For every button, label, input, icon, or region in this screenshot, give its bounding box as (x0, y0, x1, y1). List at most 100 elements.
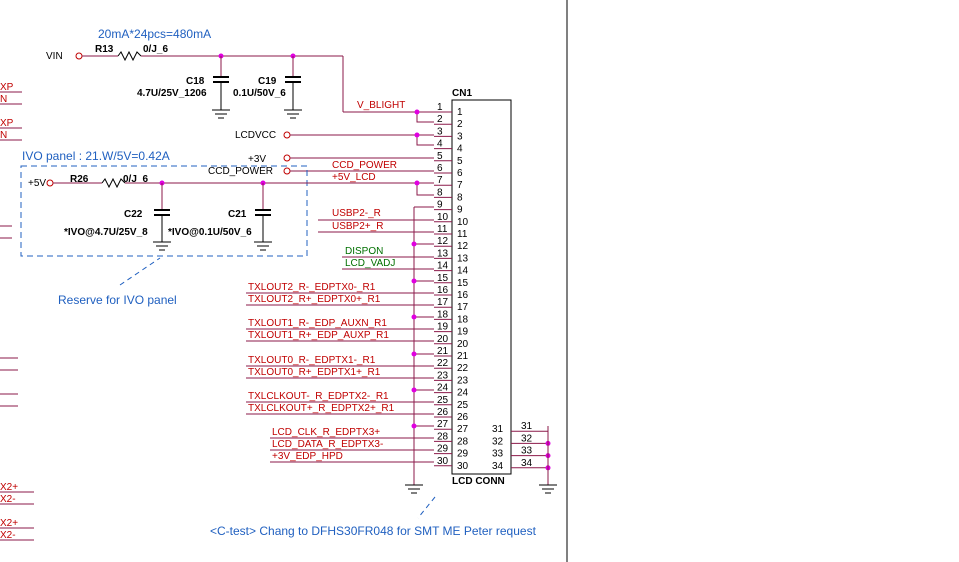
cn1-pin-inner-number: 12 (457, 241, 469, 252)
cn1-pin-inner-number: 8 (457, 192, 463, 203)
r26-value: 0/J_6 (123, 174, 148, 185)
p3v-label: +3V (248, 154, 266, 165)
edge-x2p-1: X2+ (0, 482, 18, 493)
cn1-pin-inner-number: 28 (457, 436, 469, 447)
edge-n-1: N (0, 94, 7, 105)
cn1-pin-inner-number: 20 (457, 339, 469, 350)
c18-value: 4.7U/25V_1206 (137, 88, 207, 99)
cn1-pin-inner-number: 30 (457, 461, 469, 472)
net-txout1p: TXLOUT1_R+_EDP_AUXP_R1 (248, 330, 389, 341)
net-txout1n: TXLOUT1_R-_EDP_AUXN_R1 (248, 318, 387, 329)
cn1-pin-inner-number: 11 (457, 229, 468, 240)
cn1-pin-outer-number: 22 (437, 358, 449, 369)
link-7-8 (416, 182, 434, 196)
cn1-pin-outer-number: 9 (437, 200, 443, 211)
c22-value: *IVO@4.7U/25V_8 (64, 227, 148, 238)
cn1-pin-inner-number: 3 (457, 131, 463, 142)
reserve-note: Reserve for IVO panel (58, 293, 177, 307)
c18-ref: C18 (186, 76, 205, 87)
cn1-pin-outer-number: 23 (437, 370, 449, 381)
cn1-pin-outer-number: 1 (437, 102, 443, 113)
cn1-pin-inner-number: 16 (457, 290, 469, 301)
cn1-pin-outer-number: 21 (437, 346, 449, 357)
ivo-panel-note: IVO panel : 21.W/5V=0.42A (22, 149, 170, 163)
p5v-port (46, 179, 54, 187)
edge-xp-2: XP (0, 118, 14, 129)
cn1-pin-outer-number: 16 (437, 285, 449, 296)
cn1-pin-outer-number: 3 (437, 126, 443, 137)
cn1-pin-inner-number: 15 (457, 278, 469, 289)
net-txout2n: TXLOUT2_R-_EDPTX0-_R1 (248, 282, 376, 293)
net-txout0n: TXLOUT0_R-_EDPTX1-_R1 (248, 355, 376, 366)
lcdvcc-label: LCDVCC (235, 130, 276, 141)
cn1-pin-outer-number: 5 (437, 151, 443, 162)
c19-ref: C19 (258, 76, 277, 87)
net-v-blight: V_BLIGHT (357, 100, 405, 111)
c22-ref: C22 (124, 209, 143, 220)
cn1-right-pin-number: 31 (521, 421, 533, 432)
ccd-power-port-label: CCD_POWER (208, 166, 273, 177)
cn1-pin-inner-number: 6 (457, 168, 463, 179)
cn1-pin-outer-number: 25 (437, 395, 449, 406)
cn1-pin-outer-number: 14 (437, 261, 449, 272)
cn1-pin-outer-number: 17 (437, 297, 449, 308)
cn1-pin-inner-number: 13 (457, 253, 469, 264)
cn1-pin-outer-number: 6 (437, 163, 443, 174)
net-usbp2n: USBP2-_R (332, 208, 381, 219)
cn1-pin-inner-number: 27 (457, 424, 469, 435)
link-1-2 (416, 111, 434, 123)
r26-symbol (101, 177, 126, 189)
edge-x2n-2: X2- (0, 530, 16, 541)
gnd-junctions (411, 109, 420, 429)
r13-ref: R13 (95, 44, 114, 55)
ivo-box (20, 165, 308, 257)
cn1-pin-inner-number: 4 (457, 144, 463, 155)
cn1-pin-inner-number: 22 (457, 363, 469, 374)
cn1-pin-outer-number: 24 (437, 383, 449, 394)
ctest-leader (417, 496, 436, 519)
r26-ref: R26 (70, 174, 89, 185)
cn1-right-pin-number: 34 (521, 458, 533, 469)
current-note: 20mA*24pcs=480mA (98, 27, 211, 41)
cn1-pin-lines (434, 111, 551, 471)
cn1-pin-outer-number: 8 (437, 187, 443, 198)
cn1-pin-inner-number: 7 (457, 180, 463, 191)
cn1-pin-inner-number: 31 (492, 424, 504, 435)
cn1-pin-inner-number: 19 (457, 327, 469, 338)
cn1-pin-inner-number: 29 (457, 449, 469, 460)
cn1-pin-inner-number: 33 (492, 449, 504, 460)
p5v-label: +5V (28, 178, 46, 189)
cn1-pin-inner-number: 1 (457, 107, 463, 118)
cn1-pin-outer-number: 4 (437, 139, 443, 150)
gnd-pin-stubs (414, 206, 434, 427)
cn1-pin-outer-number: 20 (437, 334, 449, 345)
cn1-pin-inner-number: 10 (457, 217, 469, 228)
ivo-leader (119, 257, 161, 286)
net-txclkp: TXLCLKOUT+_R_EDPTX2+_R1 (248, 403, 395, 414)
link-3-4 (416, 134, 434, 146)
cn1-pin-outer-number: 19 (437, 322, 449, 333)
net-txclkn: TXLCLKOUT-_R_EDPTX2-_R1 (248, 391, 389, 402)
cn1-pin-inner-number: 32 (492, 436, 504, 447)
cn1-pin-outer-number: 28 (437, 431, 449, 442)
cn1-pin-inner-number: 9 (457, 205, 463, 216)
cn1-pin-outer-number: 12 (437, 236, 449, 247)
cn1-pin-outer-number: 27 (437, 419, 449, 430)
cn1-pin-inner-number: 26 (457, 412, 469, 423)
cn1-pin-outer-number: 26 (437, 407, 449, 418)
edge-x2p-2: X2+ (0, 518, 18, 529)
edge-x2n-1: X2- (0, 494, 16, 505)
cn1-right-pin-number: 32 (521, 433, 533, 444)
cn1-pin-outer-number: 13 (437, 248, 449, 259)
net-lcd-vadj: LCD_VADJ (345, 258, 395, 269)
c21-ref: C21 (228, 209, 247, 220)
vin-port (75, 52, 83, 60)
lcdvcc-port (283, 131, 291, 139)
net-hpd: +3V_EDP_HPD (272, 451, 343, 462)
cn1-pin-outer-number: 15 (437, 273, 449, 284)
cn1-pin-outer-number: 7 (437, 175, 443, 186)
c19-value: 0.1U/50V_6 (233, 88, 286, 99)
edge-n-2: N (0, 130, 7, 141)
cn1-pin-inner-number: 34 (492, 461, 504, 472)
cn1-body (451, 99, 512, 475)
